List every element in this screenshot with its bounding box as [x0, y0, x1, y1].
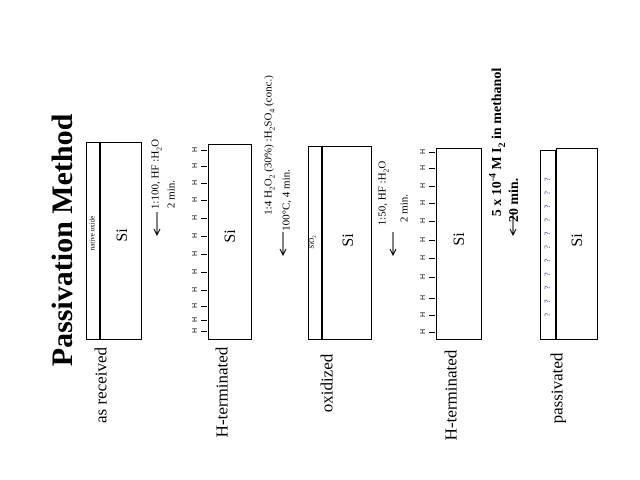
si-substrate-5 — [556, 148, 598, 340]
h-bond-line — [429, 315, 435, 316]
h-atom-mark: H — [420, 328, 428, 335]
step-2-line-2: 100°C, 4 min. — [280, 169, 293, 231]
native-oxide-layer — [86, 142, 100, 340]
h-atom-mark: H — [192, 316, 200, 323]
sio2-label: SiO2 — [307, 235, 319, 249]
h-atom-mark: H — [192, 286, 200, 293]
h-atom-mark: H — [192, 250, 200, 257]
step-1-line-2: 2 min. — [165, 179, 178, 209]
si-substrate-1 — [100, 142, 142, 340]
stage-label-passivated: passivated — [547, 352, 567, 424]
page-title: Passivation Method — [46, 113, 79, 367]
step-3-line-1: 1:50, HF :H2O — [376, 160, 391, 226]
native-oxide-label: native oxide — [88, 215, 97, 251]
sio2-layer — [308, 146, 322, 340]
h-atom-mark: H — [192, 327, 200, 334]
si-label-4: Si — [451, 232, 468, 246]
step-1-line-1: 1:100, HF :H2O — [149, 138, 164, 210]
stage-label-as-received: as received — [91, 347, 111, 423]
step-2-line-1: 1:4 H2O2 (30%) :H2SO4 (conc.) — [262, 75, 277, 215]
h-atom-mark: H — [192, 214, 200, 221]
stage-label-h-terminated-1: H-terminated — [212, 346, 232, 438]
step-3-line-2: 2 min. — [398, 193, 411, 223]
h-bond-line — [201, 183, 207, 184]
h-bond-line — [201, 272, 207, 273]
si-label-1: Si — [114, 228, 131, 242]
h-atom-mark: H — [192, 146, 200, 153]
h-atom-mark: H — [420, 199, 428, 206]
passivation-layer — [540, 150, 556, 340]
unknown-termination-marks: ? ? ? ? ? ? ? ? ? ? ? — [543, 173, 552, 317]
h-atom-mark: H — [420, 164, 428, 171]
h-bond-line — [201, 290, 207, 291]
h-atom-mark: H — [192, 302, 200, 309]
h-bond-line — [201, 306, 207, 307]
si-substrate-2 — [208, 144, 252, 340]
h-atom-mark: H — [420, 217, 428, 224]
h-bond-line — [201, 254, 207, 255]
h-bond-line — [429, 332, 435, 333]
stage-label-oxidized: oxidized — [317, 353, 337, 413]
h-bond-line — [429, 221, 435, 222]
h-bond-line — [201, 320, 207, 321]
h-bond-line — [429, 258, 435, 259]
h-bond-line — [429, 168, 435, 169]
h-atom-mark: H — [420, 148, 428, 155]
step-2-arrow — [279, 232, 289, 257]
h-bond-line — [201, 218, 207, 219]
h-atom-mark: H — [420, 236, 428, 243]
step-4-arrow — [509, 212, 519, 237]
si-label-3: Si — [340, 233, 357, 247]
si-substrate-4 — [436, 148, 482, 340]
h-bond-line — [201, 331, 207, 332]
h-bond-line — [429, 240, 435, 241]
si-substrate-3 — [322, 146, 372, 340]
h-atom-mark: H — [192, 179, 200, 186]
h-bond-line — [201, 166, 207, 167]
stage-label-h-terminated-2: H-terminated — [441, 349, 461, 441]
h-bond-line — [429, 152, 435, 153]
h-atom-mark: H — [192, 196, 200, 203]
step-4-line-1: 5 x 10-4 M I2 in methanol — [487, 67, 508, 217]
h-bond-line — [429, 277, 435, 278]
step-1-arrow — [153, 212, 163, 237]
h-bond-line — [201, 236, 207, 237]
h-bond-line — [429, 203, 435, 204]
h-atom-mark: H — [192, 268, 200, 275]
h-bond-line — [429, 186, 435, 187]
h-atom-mark: H — [420, 294, 428, 301]
h-atom-mark: H — [420, 311, 428, 318]
h-atom-mark: H — [420, 182, 428, 189]
h-bond-line — [201, 150, 207, 151]
h-atom-mark: H — [420, 254, 428, 261]
si-label-2: Si — [222, 229, 239, 243]
h-atom-mark: H — [192, 162, 200, 169]
h-atom-mark: H — [420, 273, 428, 280]
h-bond-line — [429, 298, 435, 299]
h-bond-line — [201, 200, 207, 201]
h-atom-mark: H — [192, 232, 200, 239]
step-3-arrow — [389, 232, 399, 257]
si-label-5: Si — [569, 233, 586, 247]
